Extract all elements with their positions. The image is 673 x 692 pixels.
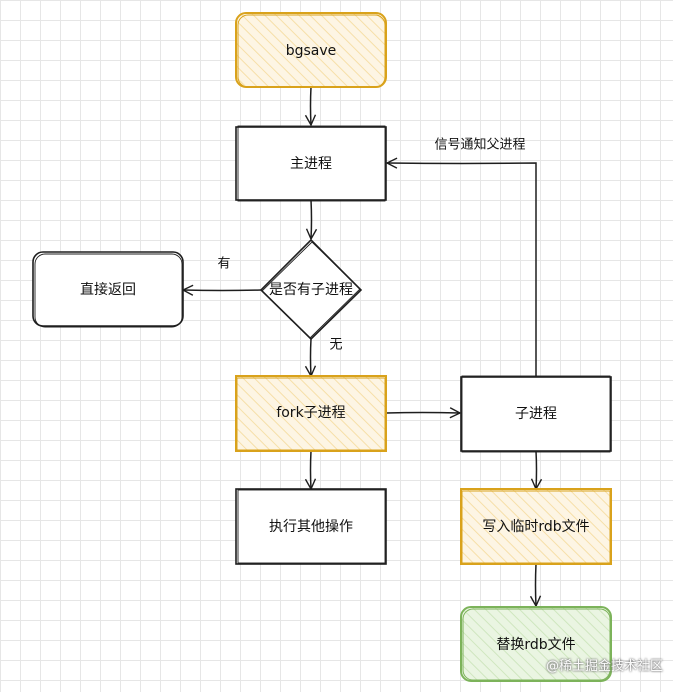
node-write-temp-rdb-label: 写入临时rdb文件 [482, 519, 589, 535]
node-other-ops: 执行其他操作 [235, 488, 387, 565]
node-other-ops-label: 执行其他操作 [269, 519, 353, 535]
node-return-directly-label: 直接返回 [80, 281, 136, 298]
edge-label-signal-parent: 信号通知父进程 [434, 137, 525, 153]
edge-main-to-decision [311, 199, 312, 239]
edge-child-signal-to-main [387, 163, 537, 377]
node-fork-child: fork子进程 [235, 375, 387, 452]
node-main-process: 主进程 [235, 125, 387, 202]
node-bgsave-label: bgsave [286, 43, 337, 59]
edge-label-yes: 有 [217, 257, 230, 272]
edge-fork-to-other-ops [311, 450, 312, 489]
node-main-process-label: 主进程 [290, 156, 332, 172]
node-bgsave: bgsave [235, 12, 387, 88]
edge-decision-to-return [183, 290, 262, 291]
node-child-process: 子进程 [460, 375, 612, 453]
node-has-child-decision: 是否有子进程 [259, 238, 363, 341]
edge-label-no: 无 [329, 338, 342, 353]
node-has-child-decision-label: 是否有子进程 [269, 282, 353, 298]
edge-child-to-write [536, 450, 537, 489]
node-replace-rdb: 替换rdb文件 [460, 606, 612, 682]
node-fork-child-label: fork子进程 [276, 405, 345, 421]
edge-fork-to-child [385, 413, 460, 414]
watermark: @稀土掘金技术社区 [545, 659, 663, 674]
edge-bgsave-to-main [311, 86, 312, 125]
node-write-temp-rdb: 写入临时rdb文件 [460, 488, 612, 565]
node-child-process-label: 子进程 [515, 406, 557, 422]
edge-write-to-replace [536, 563, 537, 606]
node-return-directly: 直接返回 [32, 251, 184, 328]
edge-decision-to-fork [311, 338, 312, 376]
node-replace-rdb-label: 替换rdb文件 [496, 636, 575, 653]
